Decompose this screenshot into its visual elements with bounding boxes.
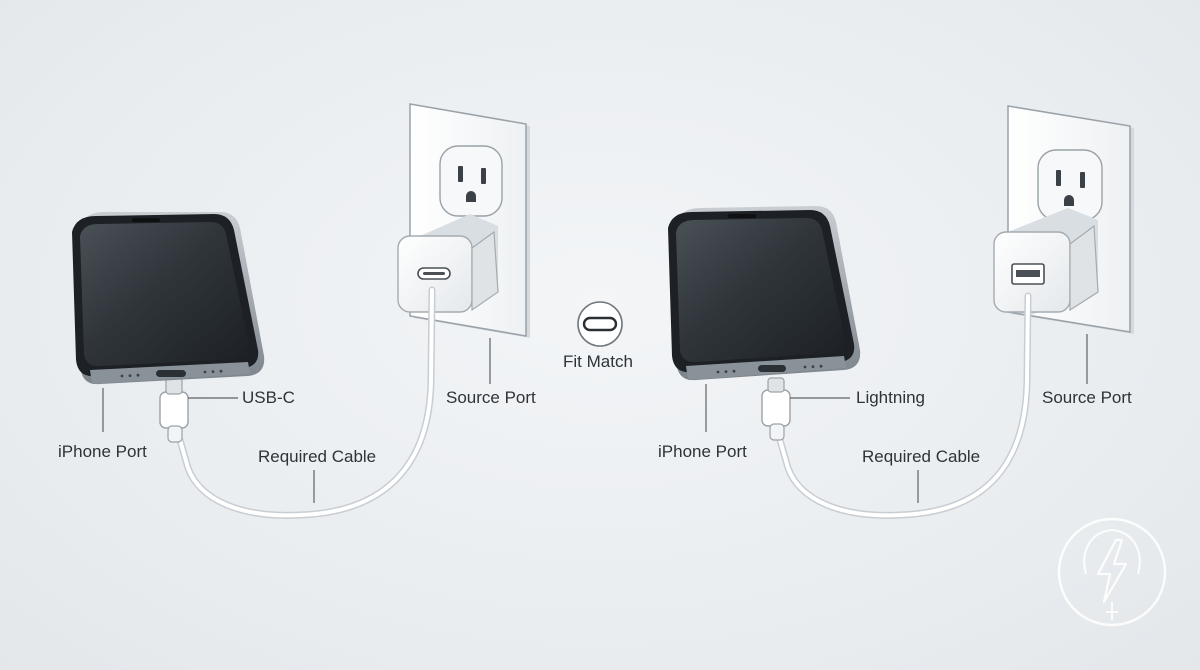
center-fit-icon — [577, 301, 623, 347]
leader-lines-right — [705, 334, 1088, 503]
cable-plug-left — [159, 377, 189, 443]
leader-lines-left — [102, 338, 491, 503]
iphone-port-label-left: iPhone Port — [58, 442, 147, 461]
cable-label-left: Required Cable — [258, 447, 377, 466]
connector-label-right: Lightning — [856, 388, 926, 407]
left-panel — [72, 103, 530, 519]
right-panel — [668, 105, 1134, 519]
usb-c-port-icon — [582, 316, 618, 332]
source-port-label-left: Source Port — [446, 388, 536, 407]
source-port-label-right: Source Port — [1042, 388, 1132, 407]
cable-label-right: Required Cable — [862, 447, 981, 466]
lightning-bolt-logo-icon — [1057, 517, 1167, 627]
iphone-right — [668, 206, 861, 381]
power-adapter-left — [397, 214, 499, 313]
iphone-port-right — [758, 365, 786, 372]
fit-match-label: Fit Match — [563, 352, 633, 371]
cable-plug-right — [761, 377, 791, 441]
iphone-port-left — [156, 370, 186, 377]
connector-label-left: USB-C — [242, 388, 295, 407]
iphone-left — [72, 212, 265, 385]
iphone-port-label-right: iPhone Port — [658, 442, 747, 461]
power-adapter-right — [993, 208, 1099, 316]
